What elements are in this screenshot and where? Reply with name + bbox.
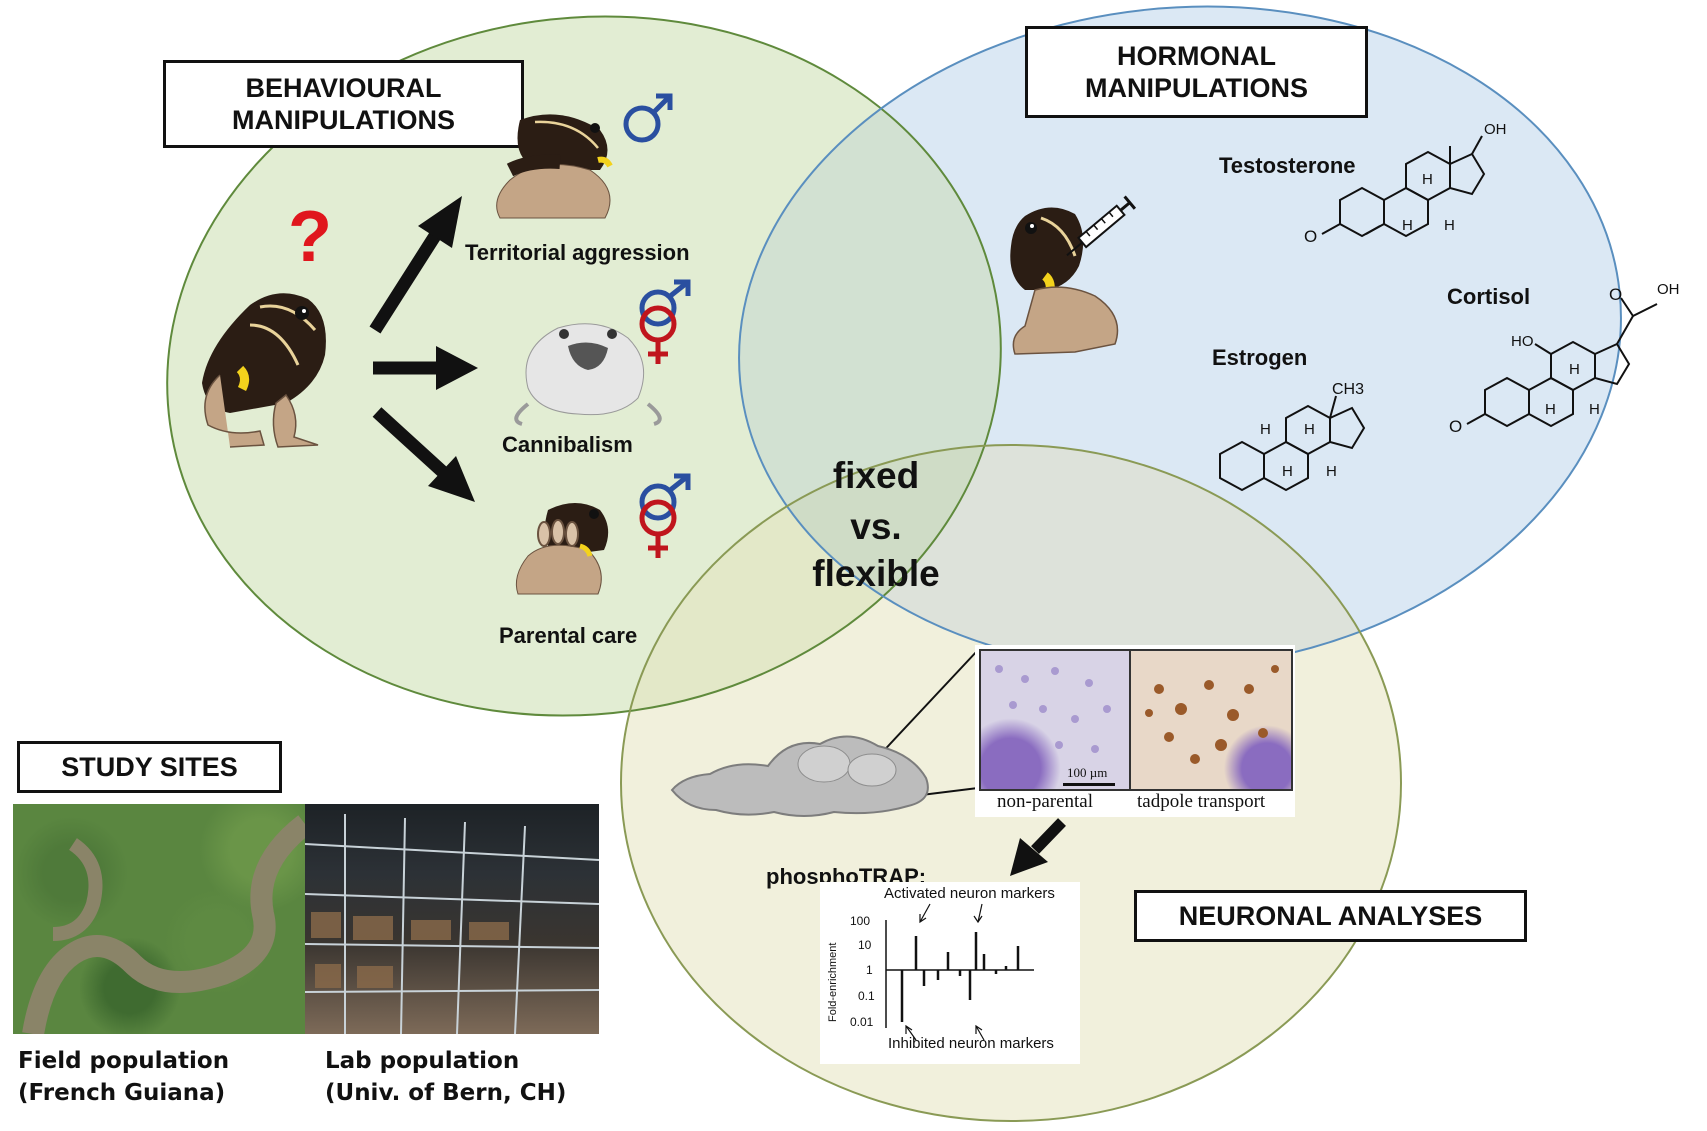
center-line-fixed: fixed: [832, 455, 920, 496]
inhibited-markers-label: Inhibited neuron markers: [888, 1035, 1054, 1052]
hormonal-manipulations-box: HORMONAL MANIPULATIONS: [1025, 26, 1368, 118]
unstained-cells: [995, 665, 1111, 753]
activated-markers-label: Activated neuron markers: [884, 885, 1055, 902]
cortisol-structure: O O OH HO H H H: [1449, 281, 1680, 436]
neuronal-analyses-title: NEURONAL ANALYSES: [1178, 900, 1483, 931]
field-population-line2: (French Guiana): [18, 1080, 226, 1107]
estrogen-ch3: CH3: [1332, 381, 1364, 398]
testosterone-o: O: [1304, 227, 1317, 246]
phosphotrap-chart: Activated neuron markers Inhibited neuro…: [820, 882, 1080, 1064]
cortisol-h2: H: [1545, 401, 1556, 418]
cortisol-h3: H: [1589, 401, 1600, 418]
field-population-caption: Field population (French Guiana): [18, 1045, 229, 1109]
neuronal-analyses-box: NEURONAL ANALYSES: [1134, 890, 1527, 942]
question-mark: ?: [288, 197, 332, 277]
stained-cells: [1145, 665, 1279, 764]
parental-frog-icon: [515, 503, 609, 595]
lab-population-caption: Lab population (Univ. of Bern, CH): [325, 1045, 566, 1109]
testosterone-h3: H: [1444, 217, 1455, 234]
testosterone-label: Testosterone: [1219, 153, 1356, 178]
cortisol-o2: O: [1609, 285, 1622, 304]
injected-frog-icon: [1010, 195, 1137, 355]
y-tick-100: 100: [850, 914, 870, 928]
male-female-symbol-icon-2: [639, 473, 691, 558]
behaviour-arrows: [369, 196, 478, 502]
male-female-symbol-icon: [639, 279, 691, 364]
brain-icon: [670, 735, 929, 817]
territorial-frogs-icon: [496, 114, 613, 219]
field-population-line1: Field population: [18, 1048, 230, 1074]
estrogen-h4: H: [1326, 463, 1337, 480]
estrogen-h1: H: [1260, 421, 1271, 438]
hormonal-title-line1: HORMONAL: [1117, 40, 1276, 71]
testosterone-oh: OH: [1484, 121, 1507, 138]
lab-site-photo: [304, 804, 600, 1035]
study-sites-title: STUDY SITES: [61, 751, 238, 782]
cortisol-label: Cortisol: [1447, 284, 1531, 309]
behavioural-title-line1: BEHAVIOURAL: [245, 72, 442, 103]
histology-tadpole-transport-image: [1129, 649, 1293, 791]
estrogen-h3: H: [1282, 463, 1293, 480]
y-tick-10: 10: [858, 938, 872, 952]
parental-care-label: Parental care: [499, 623, 638, 648]
testosterone-h1: H: [1402, 217, 1413, 234]
hormonal-title-line2: MANIPULATIONS: [1085, 73, 1308, 103]
cannibal-frog-icon: [514, 323, 662, 426]
testosterone-structure: O OH H H H: [1304, 121, 1507, 246]
cortisol-oh: OH: [1657, 281, 1680, 298]
y-tick-0.01: 0.01: [850, 1015, 874, 1029]
lab-population-line2: (Univ. of Bern, CH): [325, 1080, 567, 1107]
non-parental-label: non-parental: [997, 791, 1094, 812]
tadpole-transport-label: tadpole transport: [1137, 791, 1266, 812]
poison-frog-icon: [202, 293, 326, 448]
field-site-photo: [13, 804, 312, 1036]
testosterone-h2: H: [1422, 171, 1433, 188]
study-sites-box: STUDY SITES: [17, 741, 282, 793]
y-tick-1: 1: [866, 963, 873, 977]
y-tick-0.1: 0.1: [858, 989, 875, 1003]
behavioural-title-line2: MANIPULATIONS: [232, 105, 455, 135]
center-line-flexible: flexible: [812, 553, 940, 594]
center-line-vs: vs.: [850, 506, 902, 547]
cortisol-o1: O: [1449, 417, 1462, 436]
estrogen-label: Estrogen: [1212, 345, 1308, 370]
territorial-aggression-label: Territorial aggression: [465, 240, 690, 265]
lab-population-line1: Lab population: [325, 1048, 520, 1074]
male-symbol-icon: [623, 93, 673, 143]
behavioural-manipulations-box: BEHAVIOURAL MANIPULATIONS: [163, 60, 524, 148]
cortisol-ho: HO: [1511, 333, 1534, 350]
cannibalism-label: Cannibalism: [502, 432, 633, 457]
estrogen-h2: H: [1304, 421, 1315, 438]
estrogen-structure: CH3 H H H H: [1219, 381, 1366, 492]
histology-panel: 100 µm non-parental tadpole transport: [975, 645, 1295, 817]
scale-bar-label: 100 µm: [1067, 765, 1108, 780]
analysis-arrow: [1010, 818, 1066, 876]
fold-enrichment-axis-label: Fold-enrichment: [827, 943, 839, 1022]
scale-bar: [1063, 783, 1115, 786]
cortisol-h1: H: [1569, 361, 1580, 378]
